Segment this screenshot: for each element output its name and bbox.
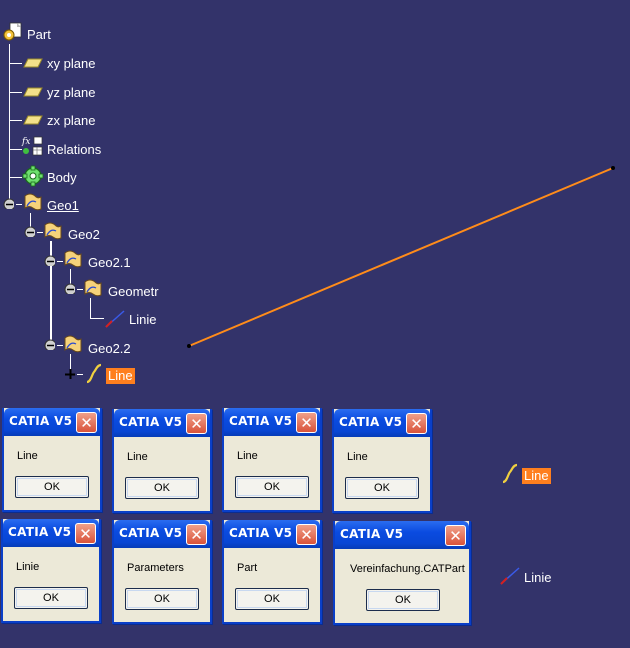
ok-button[interactable]: OK bbox=[235, 476, 309, 498]
geometrical-set-icon bbox=[24, 193, 42, 211]
body-icon bbox=[22, 165, 44, 187]
tree-root-label[interactable]: Part bbox=[27, 27, 51, 42]
plane-icon bbox=[23, 58, 43, 68]
close-icon[interactable]: ✕ bbox=[445, 525, 466, 546]
close-icon[interactable]: ✕ bbox=[76, 412, 97, 433]
tree-item-geometr[interactable]: Geometr bbox=[108, 284, 159, 299]
part-icon[interactable] bbox=[1, 22, 25, 44]
message-dialog: CATIA V5 ✕ Vereinfachung.CATPart OK bbox=[333, 521, 471, 625]
tree-item-body[interactable]: Body bbox=[47, 170, 77, 185]
dialog-message: Part bbox=[237, 562, 258, 574]
geometrical-set-icon bbox=[64, 250, 82, 268]
plane-icon bbox=[23, 115, 43, 125]
ok-button[interactable]: OK bbox=[125, 588, 199, 610]
ok-button[interactable]: OK bbox=[235, 588, 309, 610]
tree-item-geo2-2[interactable]: Geo2.2 bbox=[88, 341, 131, 356]
dialog-title: CATIA V5 bbox=[8, 525, 72, 539]
geometrical-set-icon bbox=[64, 335, 82, 353]
tree-item-line-selected[interactable]: Line bbox=[106, 368, 135, 384]
plane-icon bbox=[23, 87, 43, 97]
close-icon[interactable]: ✕ bbox=[406, 413, 427, 434]
tree-item-yz-plane[interactable]: yz plane bbox=[47, 85, 96, 100]
close-icon[interactable]: ✕ bbox=[296, 524, 317, 545]
dialog-title: CATIA V5 bbox=[119, 415, 183, 429]
ok-button[interactable]: OK bbox=[14, 587, 88, 609]
svg-text:fx: fx bbox=[21, 137, 30, 147]
linie-icon bbox=[500, 567, 520, 585]
curve-icon bbox=[86, 363, 102, 384]
ok-button[interactable]: OK bbox=[15, 476, 89, 498]
expand-icon[interactable] bbox=[64, 368, 75, 379]
collapse-icon[interactable] bbox=[44, 255, 55, 266]
line-endpoint-end[interactable] bbox=[611, 166, 615, 170]
tree-connector bbox=[70, 269, 71, 289]
tree-item-zx-plane[interactable]: zx plane bbox=[47, 113, 96, 128]
ok-button[interactable]: OK bbox=[125, 477, 199, 499]
tree-item-geo1[interactable]: Geo1 bbox=[47, 198, 79, 213]
ok-button[interactable]: OK bbox=[366, 589, 440, 611]
dialog-title: CATIA V5 bbox=[340, 527, 404, 541]
dialog-message: Vereinfachung.CATPart bbox=[350, 563, 465, 575]
tree-item-geo2-1[interactable]: Geo2.1 bbox=[88, 255, 131, 270]
close-icon[interactable]: ✕ bbox=[186, 524, 207, 545]
dialog-message: Line bbox=[347, 451, 368, 463]
ok-button[interactable]: OK bbox=[345, 477, 419, 499]
tree-item-xy-plane[interactable]: xy plane bbox=[47, 56, 96, 71]
message-dialog: CATIA V5 ✕ Line OK bbox=[2, 408, 102, 512]
tree-item-geo2[interactable]: Geo2 bbox=[68, 227, 100, 242]
close-icon[interactable]: ✕ bbox=[75, 523, 96, 544]
side-label-linie[interactable]: Linie bbox=[524, 570, 552, 585]
line-geometry[interactable] bbox=[188, 167, 614, 347]
message-dialog: CATIA V5 ✕ Parameters OK bbox=[112, 520, 212, 624]
tree-item-relations[interactable]: Relations bbox=[47, 142, 102, 157]
collapse-icon[interactable] bbox=[64, 283, 75, 294]
dialog-message: Linie bbox=[16, 561, 40, 573]
dialog-message: Line bbox=[127, 451, 148, 463]
tree-connector bbox=[50, 241, 52, 345]
dialog-title: CATIA V5 bbox=[119, 526, 183, 540]
side-label-line[interactable]: Line bbox=[522, 468, 551, 484]
message-dialog: CATIA V5 ✕ Line OK bbox=[222, 408, 322, 512]
geometrical-set-icon bbox=[44, 222, 62, 240]
relations-icon: fx bbox=[21, 136, 43, 156]
dialog-title: CATIA V5 bbox=[229, 526, 293, 540]
message-dialog: CATIA V5 ✕ Linie OK bbox=[1, 519, 101, 623]
dialog-title: CATIA V5 bbox=[9, 414, 73, 428]
close-icon[interactable]: ✕ bbox=[186, 413, 207, 434]
dialog-message: Line bbox=[17, 450, 38, 462]
tree-connector bbox=[9, 44, 10, 204]
linie-icon bbox=[105, 310, 125, 328]
collapse-icon[interactable] bbox=[3, 198, 14, 209]
dialog-message: Parameters bbox=[127, 562, 184, 574]
dialog-message: Line bbox=[237, 450, 258, 462]
tree-item-linie[interactable]: Linie bbox=[129, 312, 157, 327]
tree-connector bbox=[70, 354, 71, 374]
message-dialog: CATIA V5 ✕ Part OK bbox=[222, 520, 322, 624]
line-endpoint-start[interactable] bbox=[187, 344, 191, 348]
message-dialog: CATIA V5 ✕ Line OK bbox=[112, 409, 212, 513]
tree-connector bbox=[90, 298, 91, 318]
geometrical-set-icon bbox=[84, 279, 102, 297]
close-icon[interactable]: ✕ bbox=[296, 412, 317, 433]
curve-icon bbox=[502, 463, 518, 484]
tree-connector bbox=[30, 213, 31, 233]
message-dialog: CATIA V5 ✕ Line OK bbox=[332, 409, 432, 513]
collapse-icon[interactable] bbox=[24, 226, 35, 237]
collapse-icon[interactable] bbox=[44, 339, 55, 350]
dialog-title: CATIA V5 bbox=[229, 414, 293, 428]
dialog-title: CATIA V5 bbox=[339, 415, 403, 429]
